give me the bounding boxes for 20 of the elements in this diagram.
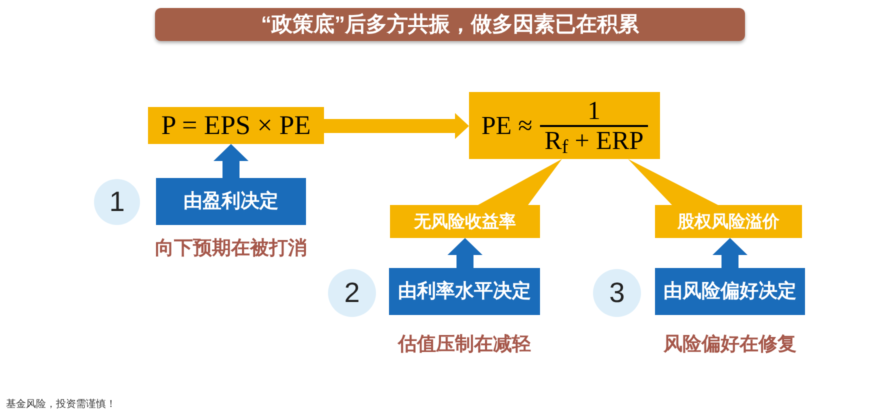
outcome-note: 估值压制在减轻 — [398, 333, 531, 357]
outcome-note: 风险偏好在修复 — [664, 333, 796, 357]
factor-box: 由盈利决定 — [156, 178, 306, 225]
block-arrow — [712, 238, 748, 268]
factor-box: 由风险偏好决定 — [655, 268, 805, 315]
component-box: 无风险收益率 — [390, 205, 540, 238]
numerator: 1 — [588, 96, 601, 124]
formula-box: P = EPS × PE — [148, 107, 324, 144]
formula-text: PE ≈ — [481, 112, 532, 138]
risk-disclaimer: 基金风险，投资需谨慎！ — [6, 399, 116, 412]
block-arrow — [448, 238, 482, 268]
component-box: 股权风险溢价 — [655, 205, 802, 238]
denominator: R$_{f}$ + ERP — [540, 124, 648, 154]
block-arrow — [324, 113, 469, 139]
outcome-note: 向下预期在被打消 — [155, 237, 307, 261]
callout-wedge — [628, 159, 718, 205]
callout-wedge — [478, 159, 562, 205]
factor-box: 由利率水平决定 — [389, 268, 540, 315]
block-arrow — [214, 144, 248, 178]
title-bar: “政策底”后多方共振，做多因素已在积累 — [155, 8, 745, 41]
